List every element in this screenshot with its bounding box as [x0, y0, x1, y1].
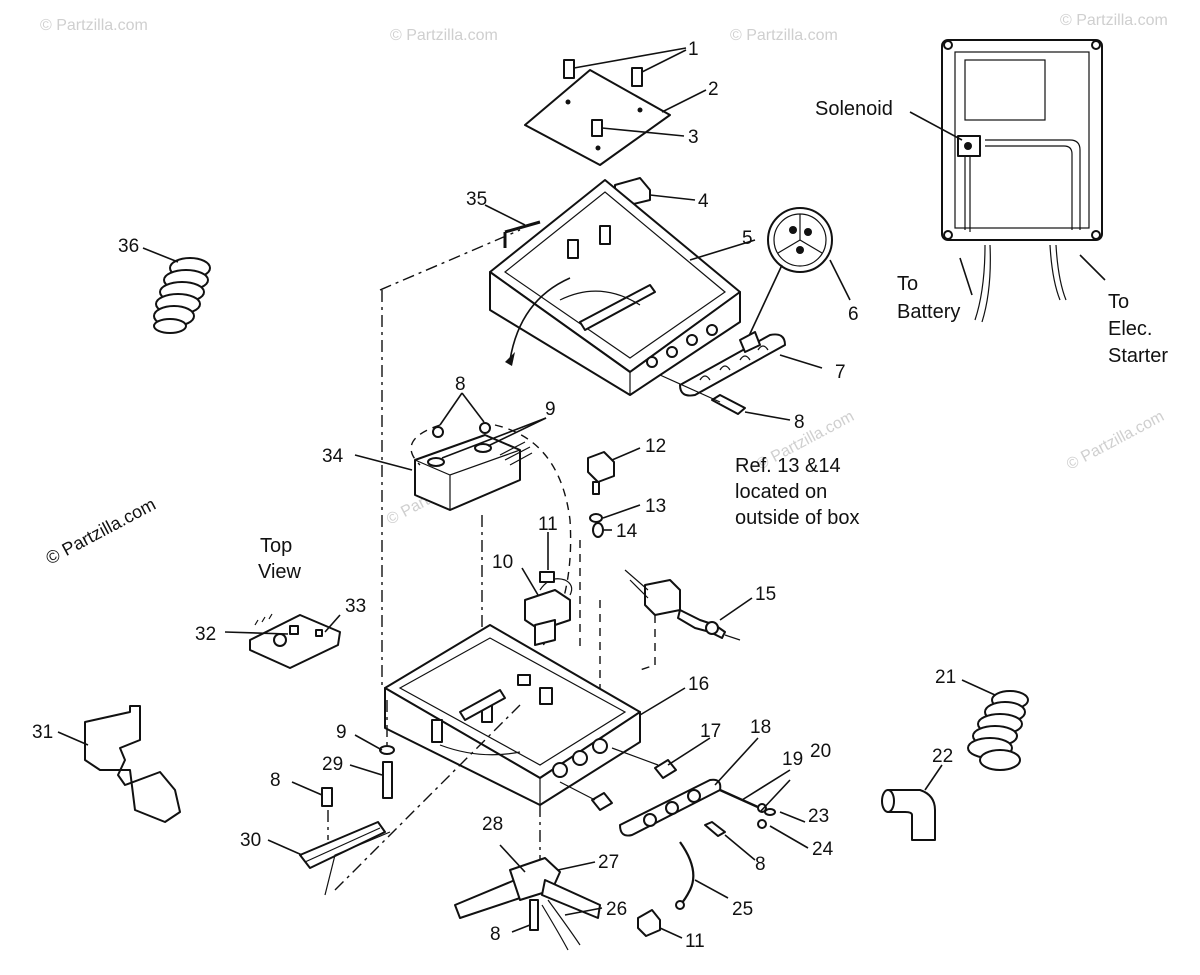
- lower-box: [381, 290, 686, 860]
- top-view-line2: View: [258, 561, 302, 583]
- callout-14: 14: [616, 521, 638, 542]
- grommet: [747, 207, 851, 339]
- callout-18: 18: [750, 717, 771, 738]
- to-battery-line2: Battery: [897, 301, 960, 323]
- callout-6: 6: [848, 304, 859, 325]
- callout-5: 5: [742, 228, 753, 249]
- to-starter-line3: Starter: [1108, 345, 1168, 367]
- callout-32: 32: [195, 624, 216, 645]
- part-12: [587, 451, 615, 483]
- callout-13: 13: [645, 496, 666, 517]
- bracket-30: [267, 704, 521, 896]
- callout-8-lower: 8: [755, 854, 766, 875]
- callout-8-cdi: 8: [455, 374, 466, 395]
- callout-36: 36: [118, 236, 139, 257]
- boot-21: [961, 679, 1029, 771]
- callout-20: 20: [810, 741, 831, 762]
- callout-8-bottom: 8: [490, 924, 501, 945]
- post: [567, 239, 579, 259]
- cover-plate: [524, 69, 671, 166]
- upper-box: [489, 179, 756, 396]
- wire: [379, 204, 541, 291]
- callout-11-top: 11: [538, 514, 558, 535]
- post: [599, 225, 611, 245]
- callout-2: 2: [708, 79, 719, 100]
- callout-24: 24: [812, 839, 834, 860]
- callout-19: 19: [782, 749, 803, 770]
- solenoid-inset: Solenoid To Battery To Elec. Starter: [815, 39, 1168, 367]
- screw-8: [659, 374, 791, 421]
- ignition-parts: [521, 447, 641, 690]
- callout-7: 7: [835, 362, 846, 383]
- callout-23: 23: [808, 806, 829, 827]
- grommet-plate: [679, 331, 823, 397]
- cdi-body: [414, 434, 521, 511]
- to-starter-line1: To: [1108, 291, 1129, 313]
- callout-1: 1: [688, 39, 699, 60]
- ref-note-line3: outside of box: [735, 507, 860, 529]
- elbow-22: [881, 764, 943, 841]
- callout-22: 22: [932, 746, 953, 767]
- shield: [84, 705, 181, 823]
- callout-9-left: 9: [336, 722, 347, 743]
- callout-26: 26: [606, 899, 627, 920]
- callout-25: 25: [732, 899, 753, 920]
- boot-36: [142, 247, 211, 334]
- screw: [563, 59, 575, 79]
- cover-plate-assembly: [524, 47, 707, 166]
- callout-27: 27: [598, 852, 619, 873]
- callout-29: 29: [322, 754, 343, 775]
- watermark: © Partzilla.com: [1060, 12, 1168, 29]
- watermark: © Partzilla.com: [1064, 408, 1167, 474]
- left-fasteners: [291, 700, 395, 840]
- callout-16: 16: [688, 674, 709, 695]
- ref-note-line2: located on: [735, 481, 827, 503]
- part-15: [624, 569, 753, 671]
- wire-19: [719, 769, 809, 849]
- screw: [631, 67, 643, 87]
- callout-30: 30: [240, 830, 261, 851]
- top-view-part: [224, 613, 341, 669]
- watermark: © Partzilla.com: [730, 27, 838, 44]
- callouts: 1 2 3 4 5 6 7 8 8 9 10 11 12 13 14 15 16…: [32, 39, 956, 952]
- callout-8-left: 8: [270, 770, 281, 791]
- coil-10: [524, 589, 571, 631]
- callout-4: 4: [698, 191, 709, 212]
- callout-35: 35: [466, 189, 487, 210]
- callout-10: 10: [492, 552, 513, 573]
- callout-34: 34: [322, 446, 344, 467]
- ref-note-line1: Ref. 13 &14: [735, 455, 841, 477]
- top-view-line1: Top: [260, 535, 292, 557]
- cdi-module: [354, 392, 572, 720]
- callout-28: 28: [482, 814, 503, 835]
- elbow: [887, 789, 936, 841]
- part-31: [57, 705, 181, 823]
- callout-33: 33: [345, 596, 366, 617]
- module-32: [249, 614, 341, 669]
- callout-12: 12: [645, 436, 666, 457]
- callout-17: 17: [700, 721, 721, 742]
- watermark-main: © Partzilla.com: [42, 494, 158, 569]
- to-starter-line2: Elec.: [1108, 318, 1152, 340]
- wire-25: [675, 841, 729, 910]
- callout-11-bottom: 11: [685, 931, 705, 952]
- to-battery-line1: To: [897, 273, 918, 295]
- watermark: © Partzilla.com: [390, 27, 498, 44]
- harness-27: [454, 844, 603, 951]
- solenoid-label: Solenoid: [815, 98, 893, 120]
- cap-11: [637, 909, 683, 939]
- screw: [591, 119, 603, 137]
- callout-9-cdi: 9: [545, 399, 556, 420]
- callout-15: 15: [755, 584, 776, 605]
- watermark: © Partzilla.com: [40, 17, 148, 34]
- callout-31: 31: [32, 722, 53, 743]
- callout-21: 21: [935, 667, 956, 688]
- callout-3: 3: [688, 127, 699, 148]
- callout-8-upper: 8: [794, 412, 805, 433]
